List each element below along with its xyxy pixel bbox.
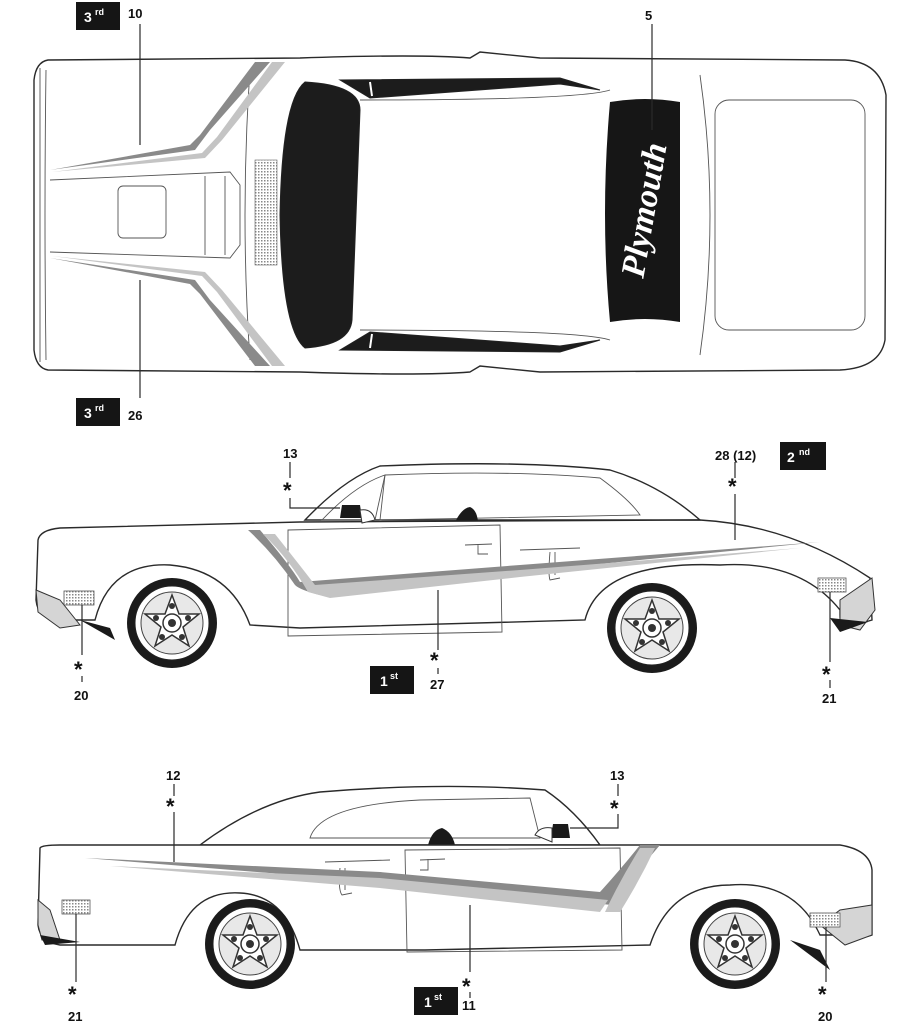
svg-text:3: 3 <box>84 9 92 25</box>
leader-13-upper <box>289 462 340 509</box>
cowl-vent <box>254 159 278 266</box>
badge-1st-lower: 1 st <box>414 987 458 1015</box>
hood-scoop <box>117 185 167 239</box>
asterisk-13-lower: * <box>610 796 619 821</box>
side-window-top-upper <box>338 77 601 99</box>
svg-text:st: st <box>390 671 398 681</box>
side-window-top-lower <box>338 331 601 353</box>
badge-3rd-top: 3 rd <box>76 2 120 30</box>
badge-2nd: 2 nd <box>780 442 826 470</box>
svg-text:st: st <box>434 992 442 1002</box>
asterisk-11: * <box>462 974 471 999</box>
callout-20-lower: 20 <box>818 1009 832 1024</box>
callout-10: 10 <box>128 6 142 21</box>
callout-5: 5 <box>645 8 652 23</box>
asterisk-13-upper: * <box>283 478 292 503</box>
asterisk-12: * <box>166 794 175 819</box>
top-view-car: Plymouth <box>33 24 887 398</box>
leader-13-lower <box>570 784 619 829</box>
callout-11: 11 <box>462 998 476 1013</box>
windshield <box>279 81 361 349</box>
svg-text:1: 1 <box>424 994 432 1010</box>
door-upper <box>287 524 503 637</box>
trunk-lid <box>714 99 866 331</box>
body-stripe-lower <box>85 845 660 905</box>
hood-stripe-upper <box>50 62 270 170</box>
callout-27: 27 <box>430 677 444 692</box>
front-side-marker-lower <box>809 912 841 928</box>
rear-side-marker-upper <box>817 577 847 593</box>
callout-13-lower: 13 <box>610 768 624 783</box>
door-lower <box>404 847 623 953</box>
badge-3rd-bottom: 3 rd <box>76 398 120 426</box>
svg-text:rd: rd <box>95 403 104 413</box>
asterisk-20-upper: * <box>74 657 83 682</box>
hood-stripe-lower <box>50 258 270 366</box>
svg-text:3: 3 <box>84 405 92 421</box>
badge-1st-upper: 1 st <box>370 666 414 694</box>
callout-13-upper: 13 <box>283 446 297 461</box>
asterisk-21-upper: * <box>822 662 831 687</box>
asterisk-28: * <box>728 474 737 499</box>
svg-text:nd: nd <box>799 447 810 457</box>
seat-upper <box>455 507 478 522</box>
callout-28-12: 28 (12) <box>715 448 756 463</box>
callout-21-lower: 21 <box>68 1009 82 1024</box>
asterisk-21-lower: * <box>68 982 77 1007</box>
callout-21-upper: 21 <box>822 691 836 706</box>
front-side-marker-upper <box>63 590 95 606</box>
trunk-logo-panel <box>605 99 680 322</box>
asterisk-27: * <box>430 648 439 673</box>
svg-text:2: 2 <box>787 449 795 465</box>
callout-12: 12 <box>166 768 180 783</box>
callout-26: 26 <box>128 408 142 423</box>
seat-lower <box>428 828 455 845</box>
rear-side-marker-lower <box>61 899 91 915</box>
body-stripe-upper <box>248 530 820 595</box>
side-view-lower-car <box>37 784 873 998</box>
side-view-upper-car <box>35 462 876 688</box>
svg-text:1: 1 <box>380 673 388 689</box>
asterisk-20-lower: * <box>818 982 827 1007</box>
svg-text:rd: rd <box>95 7 104 17</box>
callout-20-upper: 20 <box>74 688 88 703</box>
